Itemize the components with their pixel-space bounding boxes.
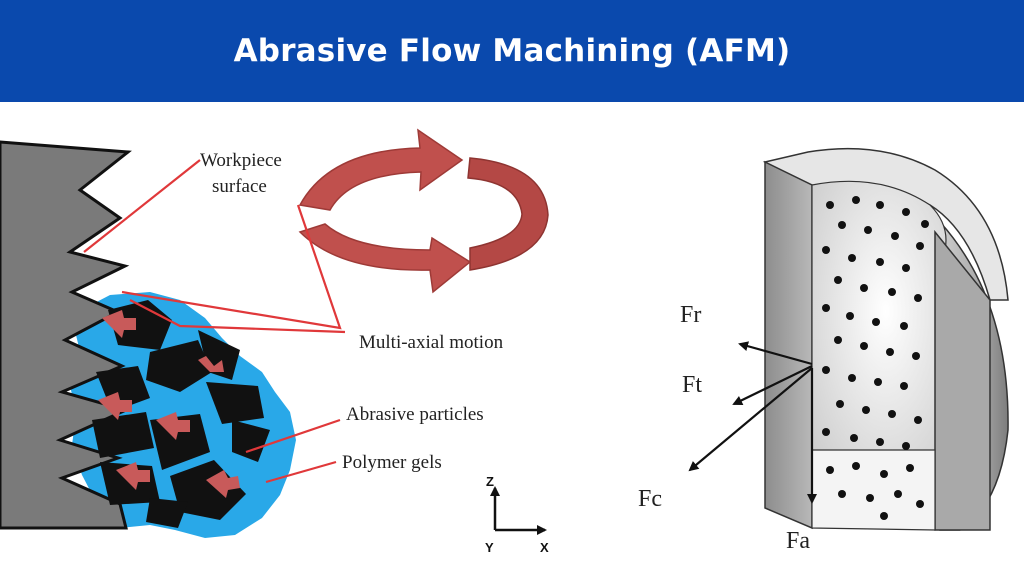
label-force-fc: Fc — [638, 486, 662, 512]
contact-arrow — [156, 412, 190, 440]
coordinate-axes: Z Y X — [485, 474, 549, 555]
axis-x-label: X — [540, 540, 549, 555]
force-fr-arrow — [738, 341, 813, 366]
page-title: Abrasive Flow Machining (AFM) — [233, 33, 791, 69]
force-fc-arrow — [688, 367, 813, 472]
label-force-fa: Fa — [786, 528, 810, 554]
contact-arrow — [102, 310, 136, 338]
cylinder-cut-face-right — [934, 229, 991, 531]
force-vectors — [688, 341, 817, 504]
right-cylinder-diagram: Fr Ft Fc Fa — [638, 147, 1009, 554]
particle — [92, 412, 154, 458]
force-ft-arrow — [732, 365, 813, 405]
particle — [146, 498, 188, 528]
title-banner — [0, 0, 1024, 102]
particle — [170, 460, 246, 520]
label-pointer-lines — [83, 159, 346, 484]
contact-force-arrows — [98, 310, 240, 498]
cylinder-bottom-section — [811, 449, 936, 531]
pointer-particles — [245, 418, 341, 454]
label-abrasive-particles: Abrasive particles — [346, 404, 484, 425]
particle — [232, 420, 270, 462]
left-afm-diagram: Workpiece surface Multi-axial motion Abr… — [0, 128, 549, 555]
particle — [146, 340, 212, 392]
label-force-ft: Ft — [682, 372, 702, 398]
label-force-fr: Fr — [680, 302, 701, 328]
pointer-workpiece — [83, 159, 201, 253]
label-workpiece-line2: surface — [212, 176, 267, 197]
multi-axial-motion-arrows — [298, 128, 549, 294]
label-workpiece-line1: Workpiece — [200, 150, 282, 171]
axis-z-label: Z — [486, 474, 494, 489]
pointer-motion-a — [121, 204, 342, 330]
contact-arrow — [98, 392, 132, 420]
pointer-gels — [265, 460, 337, 484]
pointer-motion-b — [129, 299, 346, 334]
rotation-arrow-right — [467, 157, 549, 271]
cylinder-cut-face-left — [764, 160, 813, 530]
rotation-arrow-top — [298, 128, 464, 211]
axis-y-label: Y — [485, 540, 494, 555]
contact-arrow — [116, 462, 150, 490]
particle — [206, 382, 264, 424]
contact-arrow — [198, 356, 224, 372]
label-multi-axial-motion: Multi-axial motion — [359, 332, 504, 353]
contact-arrow — [206, 470, 240, 498]
abrasive-particle-dots — [822, 196, 929, 520]
rotation-arrow-bottom — [298, 223, 472, 294]
label-polymer-gels: Polymer gels — [342, 452, 442, 473]
